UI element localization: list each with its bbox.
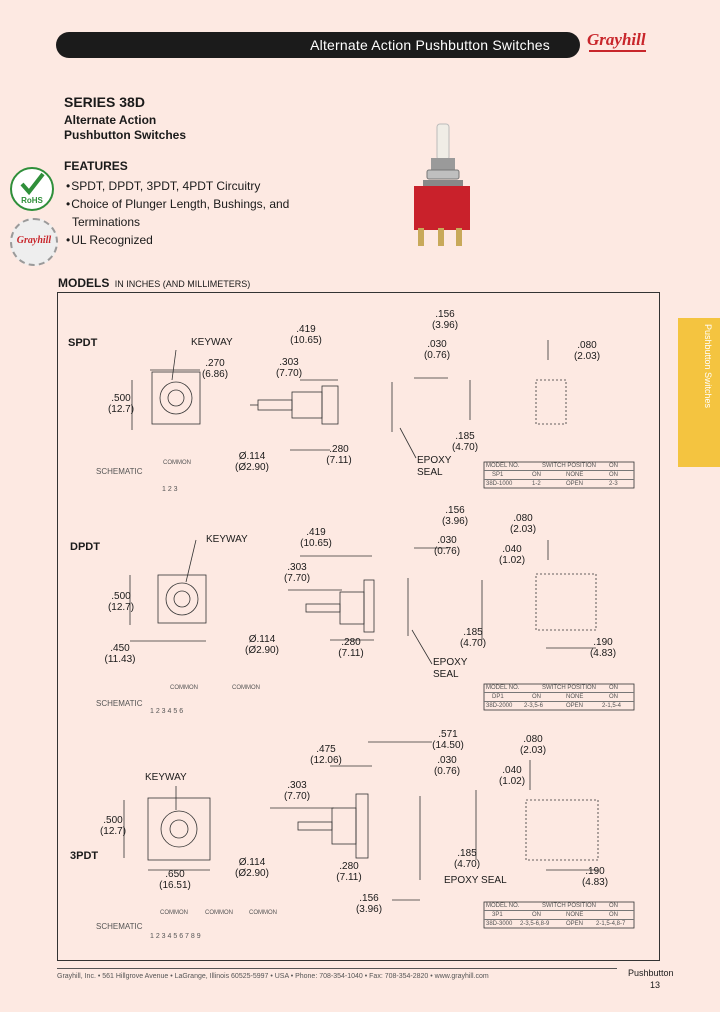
tpdt-dim-114: Ø.114(Ø2.90) [235,857,269,879]
features-heading: FEATURES [64,159,128,173]
tpdt-schematic-label: SCHEMATIC [96,922,143,931]
models-heading: MODELS IN INCHES (AND MILLIMETERS) [58,276,250,290]
spdt-dim-114: Ø.114(Ø2.90) [235,451,269,473]
series-title: SERIES 38D [64,94,145,110]
tpdt-epoxy-seal: EPOXY SEAL [444,875,507,886]
tpdt-dim-185: .185(4.70) [453,848,481,870]
page-number: 13 [650,980,661,990]
spdt-pin-numbers: 1 2 3 [162,486,178,493]
models-frame [57,292,660,961]
header-bar: Alternate Action Pushbutton Switches [56,32,580,58]
grayhill-logo: Grayhill [587,30,646,52]
features-list: SPDT, DPDT, 3PDT, 4PDT Circuitry Choice … [64,177,294,249]
dpdt-dim-156: .156(3.96) [441,505,469,527]
tpdt-dim-475: .475(12.06) [310,744,342,766]
tpdt-dim-303: .303(7.70) [283,780,311,802]
section-tab[interactable]: Pushbutton Switches [678,318,720,467]
dpdt-pin-numbers: 1 2 3 4 5 6 [150,708,184,715]
page-category: Pushbutton [628,968,674,978]
tpdt-dim-040: .040(1.02) [498,765,526,787]
tpdt-dim-500: .500(12.7) [99,815,127,837]
tpdt-pin-numbers: 1 2 3 4 5 6 7 8 9 [150,933,201,940]
tpdt-dim-190: .190(4.83) [581,866,609,888]
section-tab-label: Pushbutton Switches [703,324,713,409]
tpdt-dim-280: .280(7.11) [336,861,362,883]
models-label: MODELS [58,276,110,290]
feature-item: Choice of Plunger Length, Bushings, and … [64,195,294,231]
tpdt-dim-030: .030(0.76) [433,755,461,777]
tpdt-common-label: COMMON [205,910,233,916]
models-units: IN INCHES (AND MILLIMETERS) [114,279,251,289]
subtitle-line: Alternate Action [64,113,157,127]
spdt-dim-270: .270(6.86) [201,358,229,380]
tpdt-dim-080: .080(2.03) [519,734,547,756]
dpdt-label: DPDT [70,541,100,553]
dpdt-schematic-label: SCHEMATIC [96,699,143,708]
series-subtitle: Alternate Action Pushbutton Switches [64,113,264,143]
tpdt-dim-571: .571(14.50) [432,729,464,751]
spdt-dim-280: .280(7.11) [326,444,352,466]
rohs-badge: RoHS [10,167,54,211]
footer-divider [57,968,617,969]
terminal-shape [456,228,462,246]
page-title: Alternate Action Pushbutton Switches [310,37,550,53]
spdt-dim-185: .185(4.70) [451,431,479,453]
collar-shape [423,180,463,187]
spdt-dim-303: .303(7.70) [275,357,303,379]
spdt-common-label: COMMON [163,460,191,466]
tpdt-label: 3PDT [70,850,99,862]
tpdt-common-label: COMMON [160,910,188,916]
spdt-dim-156: .156(3.96) [431,309,459,331]
spdt-dim-500: .500(12.7) [107,393,135,415]
dpdt-dim-185: .185(4.70) [459,627,487,649]
spdt-dim-419: .419(10.65) [290,324,322,346]
spdt-dim-080: .080(2.03) [573,340,601,362]
nut-shape [426,169,460,180]
dpdt-dim-280: .280(7.11) [338,637,364,659]
dpdt-dim-080: .080(2.03) [509,513,537,535]
spdt-dim-030: .030(0.76) [423,339,451,361]
spdt-keyway-label: KEYWAY [191,337,233,348]
switch-body-shape [414,186,470,230]
grayhill-seal-badge: Grayhill [10,218,58,266]
dpdt-dim-450: .450(11.43) [104,643,136,665]
plunger-shape [436,123,450,161]
rohs-label: RoHS [21,196,43,205]
tpdt-dim-156: .156(3.96) [355,893,383,915]
subtitle-line: Pushbutton Switches [64,128,187,142]
seal-logo: Grayhill [16,235,52,246]
spdt-schematic-label: SCHEMATIC [96,467,143,476]
feature-item: SPDT, DPDT, 3PDT, 4PDT Circuitry [64,177,294,195]
tpdt-common-label: COMMON [249,910,277,916]
footer-address: Grayhill, Inc. • 561 Hillgrove Avenue • … [57,973,489,980]
spdt-label: SPDT [68,337,98,349]
tpdt-keyway-label: KEYWAY [145,772,187,783]
dpdt-dim-500: .500(12.7) [107,591,135,613]
terminal-shape [418,228,424,246]
dpdt-dim-114: Ø.114(Ø2.90) [245,634,279,656]
dpdt-dim-303: .303(7.70) [283,562,311,584]
terminal-shape [438,228,444,246]
dpdt-dim-040: .040(1.02) [498,544,526,566]
dpdt-common-label: COMMON [232,685,260,691]
dpdt-common-label: COMMON [170,685,198,691]
dpdt-dim-030: .030(0.76) [433,535,461,557]
dpdt-dim-190: .190(4.83) [589,637,617,659]
feature-item: UL Recognized [64,231,294,249]
tpdt-dim-650: .650(16.51) [159,869,191,891]
dpdt-keyway-label: KEYWAY [206,534,248,545]
dpdt-dim-419: .419(10.65) [300,527,332,549]
checkmark-icon [20,172,45,196]
bushing-shape [431,158,455,172]
